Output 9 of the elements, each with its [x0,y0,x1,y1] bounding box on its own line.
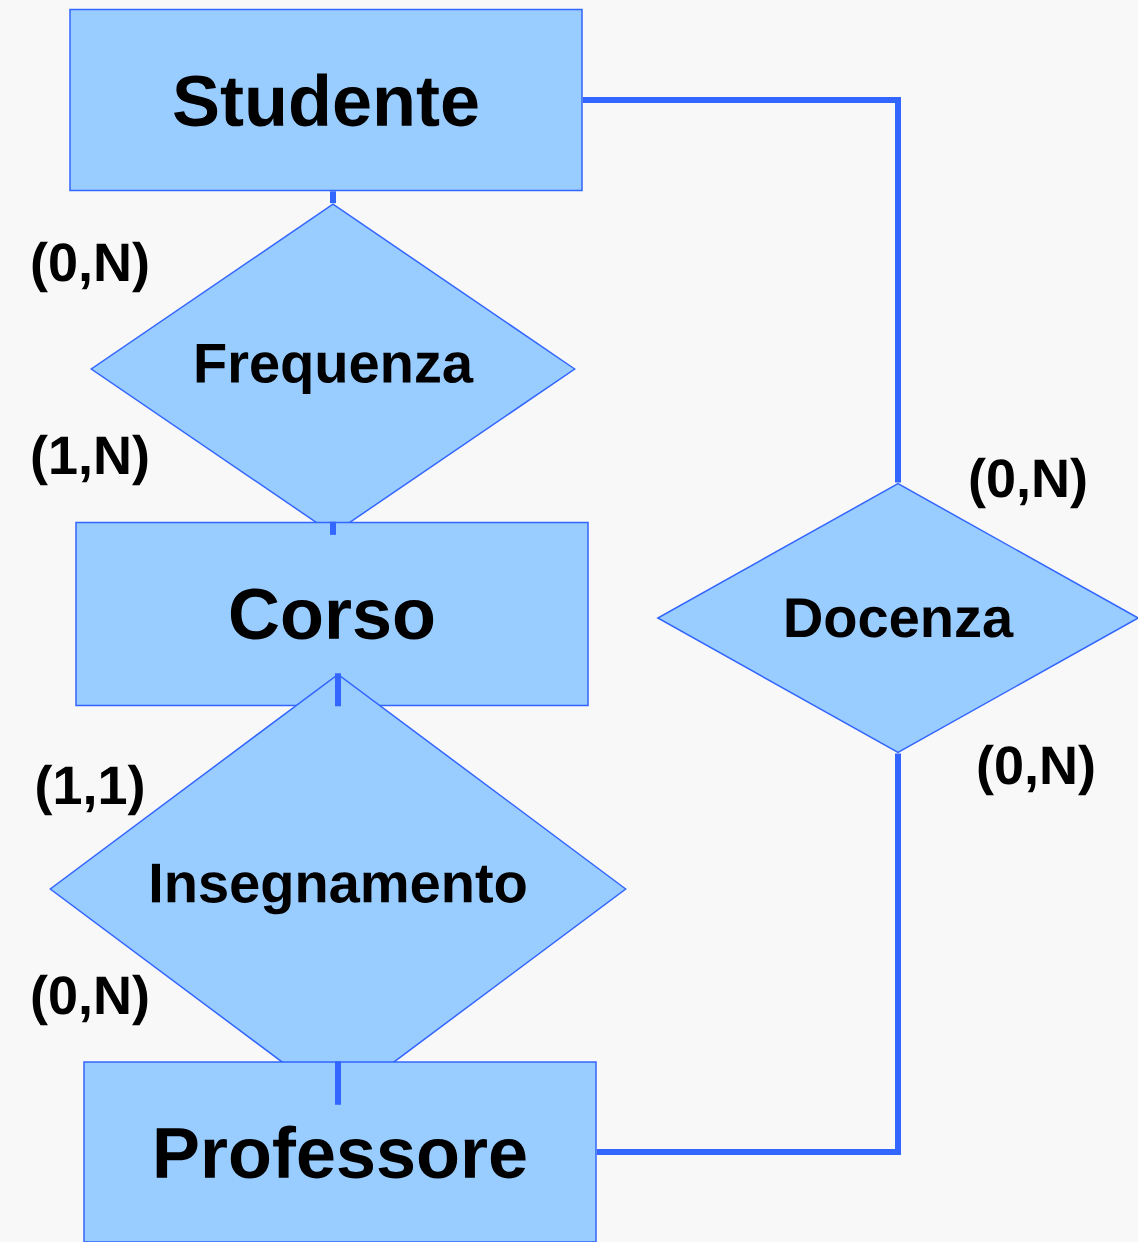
connector-line [582,97,901,483]
connector-line [330,521,336,535]
entity-box: Professore [83,1061,597,1242]
connector-line [596,753,901,1155]
connector-line [335,1061,341,1105]
entity-box: Corso [75,521,589,707]
connector-line [330,191,336,204]
connector-line [335,673,341,707]
entity-box: Studente [69,8,583,192]
